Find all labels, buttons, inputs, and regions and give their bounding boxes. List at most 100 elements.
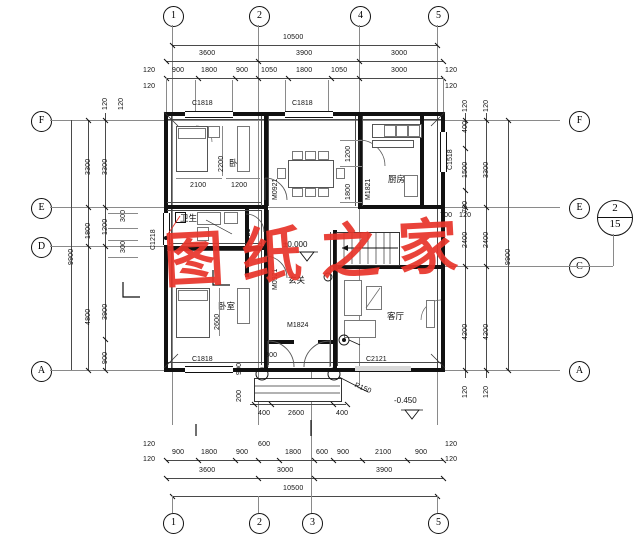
furniture-bed-north-pillow [178, 128, 206, 139]
dim-top-sub-5: 1800 [296, 67, 313, 74]
dim-top-overall: 10500 [283, 34, 304, 41]
partition-row-E [164, 205, 264, 209]
grid-bubble-top-5[interactable]: 5 [428, 6, 449, 27]
dim-bottom-edge-right-1: 120 [445, 441, 458, 448]
grid-bubble-bottom-2[interactable]: 2 [249, 513, 270, 534]
dim-entry-tread: 2600 [288, 410, 305, 417]
dim-bottom-overall: 10500 [283, 485, 304, 492]
grid-line-C [330, 266, 560, 267]
dim-wardrobe-1200: 1200 [231, 182, 248, 189]
dim-bottom-sub-2: 1800 [201, 449, 218, 456]
detail-callout-top: 2 [612, 202, 618, 214]
grid-line-2 [258, 25, 259, 425]
room-label-bedroom-south: 卧室 [218, 302, 236, 312]
dim-line-bottom-bays [166, 478, 443, 479]
room-label-entry-hall: 玄关 [288, 276, 306, 286]
furniture-chair-w [277, 168, 286, 179]
dim-line-bottom-sub [166, 460, 443, 461]
grid-bubble-left-A[interactable]: A [31, 361, 52, 382]
dim-top-sub-2: 1800 [201, 67, 218, 74]
dim-top-edge-left-1: 120 [143, 67, 156, 74]
window-code-C1818-sw: C1818 [192, 356, 213, 363]
dim-top-sub-7: 3000 [391, 67, 408, 74]
grid-bubble-bottom-1[interactable]: 1 [163, 513, 184, 534]
grid-bubble-left-E[interactable]: E [31, 198, 52, 219]
dim-top-sub-4: 1050 [261, 67, 278, 74]
dim-line-right-outer [486, 113, 487, 378]
furniture-tv [426, 300, 435, 328]
dim-bottom-sub-6: 600 [316, 449, 329, 456]
dim-bottom-bay-3: 3900 [376, 467, 393, 474]
dim-top-sub-1: 900 [172, 67, 185, 74]
grid-bubble-right-E[interactable]: E [569, 198, 590, 219]
dim-top-edge-right-2: 120 [445, 83, 458, 90]
window-code-C2121-se: C2121 [366, 356, 387, 363]
partition-living-north [333, 265, 441, 269]
dim-line-left-inner [105, 113, 106, 370]
exterior-wall-east [441, 112, 445, 372]
furniture-kitchen-appliance [408, 125, 420, 137]
grid-bubble-top-1[interactable]: 1 [163, 6, 184, 27]
grid-line-3 [311, 370, 312, 520]
partition-kitchen-east [420, 112, 424, 208]
furniture-sofa-side [344, 320, 376, 338]
furniture-bed-south-pillow [178, 290, 208, 301]
partition-bath-south [164, 246, 264, 250]
furniture-dining-table [288, 160, 334, 188]
exterior-wall-south [164, 368, 445, 372]
window-code-C1818-nw: C1818 [192, 100, 213, 107]
partition-entry-bottom2 [318, 340, 334, 344]
grid-line-D [50, 246, 210, 247]
window-C1818-nw [185, 111, 233, 118]
level-mark-ground: ±0.000 [283, 240, 308, 249]
dim-bottom-sub-9: 900 [415, 449, 428, 456]
grid-line-1 [172, 25, 173, 425]
furniture-chair-s1 [292, 188, 303, 197]
grid-bubble-left-F[interactable]: F [31, 111, 52, 132]
dim-entry-small-80: 800 [265, 352, 278, 359]
dim-top-sub-3: 900 [236, 67, 249, 74]
grid-bubble-right-A[interactable]: A [569, 361, 590, 382]
dim-bottom-bay-1: 3600 [199, 467, 216, 474]
grid-bubble-right-F[interactable]: F [569, 111, 590, 132]
partition-dining-kitchen [358, 112, 362, 208]
dim-entry-right: 400 [336, 410, 349, 417]
window-C1218-w [163, 213, 170, 245]
furniture-chair-s3 [318, 188, 329, 197]
detail-callout[interactable]: 2 15 [597, 200, 633, 236]
partition-entry-bottom [264, 340, 294, 344]
room-label-bathroom: 卫生间 [180, 214, 206, 224]
dim-bottom-edge-right-2: 120 [445, 456, 458, 463]
window-C1818-sw [185, 366, 233, 373]
furniture-toilet [197, 227, 209, 241]
level-mark-entry: -0.450 [394, 396, 417, 405]
furniture-bathtub [197, 212, 221, 225]
dim-line-right-overall [508, 120, 509, 370]
grid-bubble-top-2[interactable]: 2 [249, 6, 270, 27]
partition-row-E2 [358, 205, 445, 209]
dim-bottom-sub-5: 1800 [285, 449, 302, 456]
dim-bottom-sub-3: 900 [236, 449, 249, 456]
window-C1818-n [285, 111, 333, 118]
dim-line-top-bays [166, 61, 443, 62]
furniture-sink [224, 212, 238, 224]
grid-bubble-bottom-3[interactable]: 3 [302, 513, 323, 534]
grid-bubble-left-D[interactable]: D [31, 237, 52, 258]
window-code-C1818-n: C1818 [292, 100, 313, 107]
furniture-chair-s2 [305, 188, 316, 197]
grid-bubble-bottom-5[interactable]: 5 [428, 513, 449, 534]
bathroom-marker [175, 212, 186, 223]
dim-bottom-bay-2: 3000 [277, 467, 294, 474]
dim-line-left-overall [71, 120, 72, 370]
window-C1518-e [440, 132, 447, 172]
dim-bottom-sub-8: 2100 [375, 449, 392, 456]
dim-line-bottom-overall [172, 496, 437, 497]
grid-bubble-top-4[interactable]: 4 [350, 6, 371, 27]
